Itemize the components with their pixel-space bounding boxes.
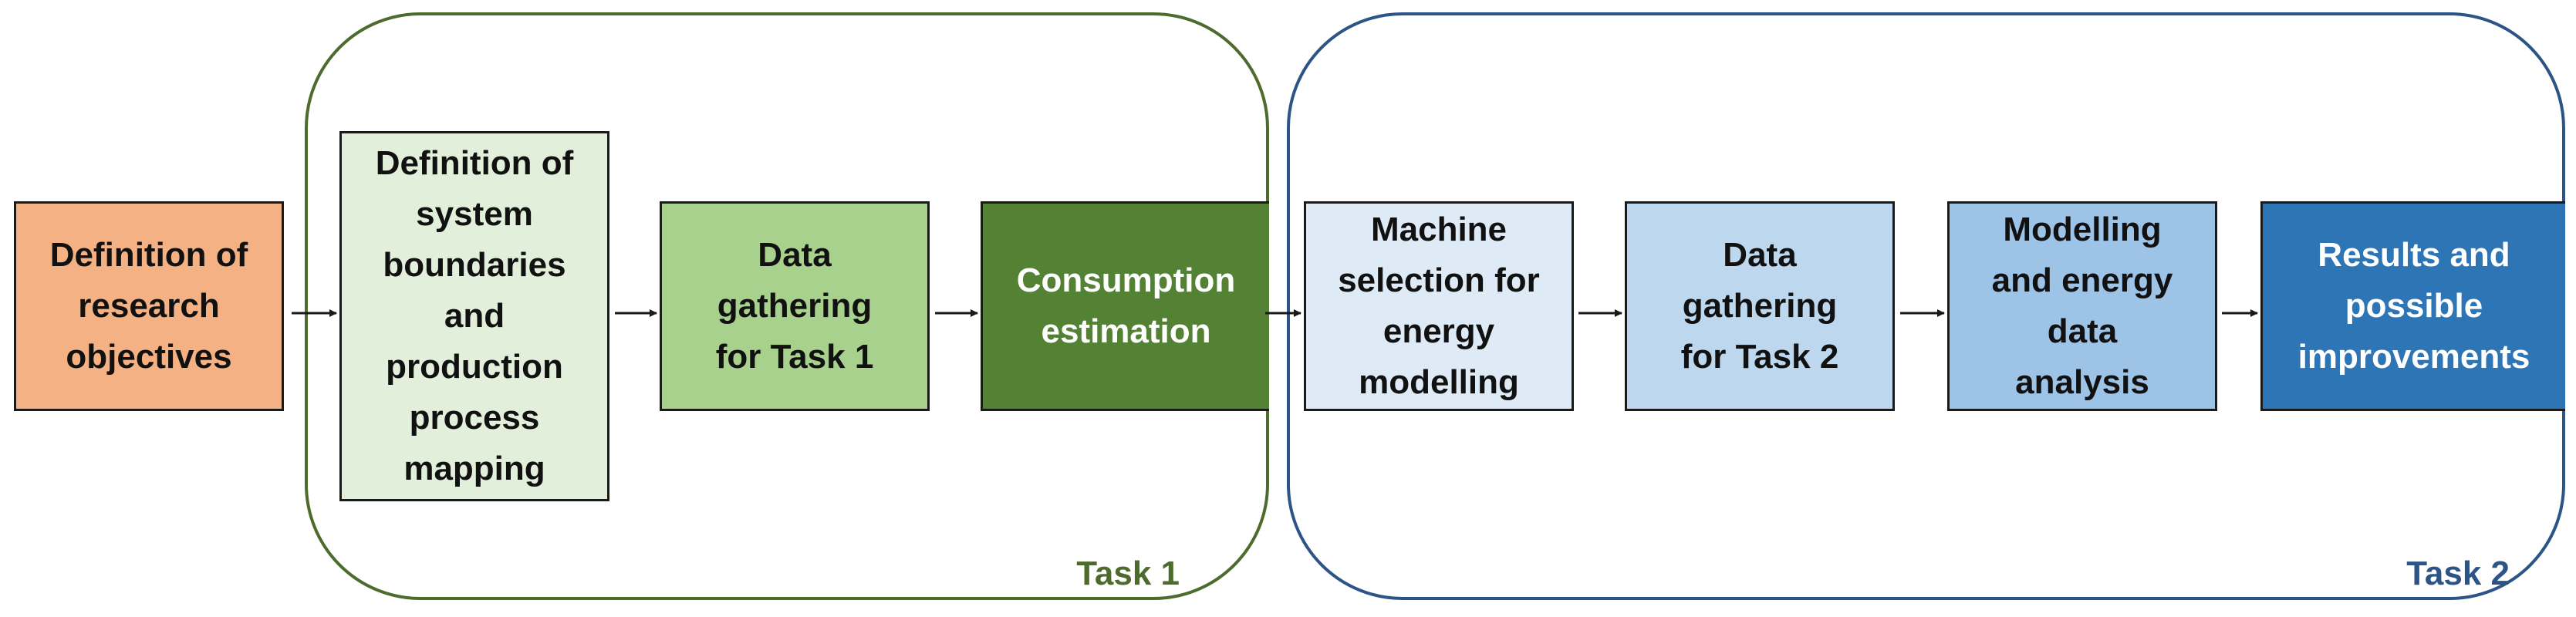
step-results-improvements: Results and possible improvements — [2260, 201, 2565, 411]
step-machine-selection: Machine selection for energy modelling — [1304, 201, 1574, 411]
task2-label: Task 2 — [2406, 555, 2510, 592]
step-data-gathering-task1: Data gathering for Task 1 — [660, 201, 930, 411]
task1-label: Task 1 — [1076, 555, 1180, 592]
step-definition-of-research-objectives: Definition of research objectives — [14, 201, 284, 411]
step-modelling-energy-analysis: Modelling and energy data analysis — [1947, 201, 2217, 411]
step-data-gathering-task2: Data gathering for Task 2 — [1625, 201, 1895, 411]
step-system-boundaries-mapping: Definition of system boundaries and prod… — [339, 131, 609, 501]
step-consumption-estimation: Consumption estimation — [981, 201, 1269, 411]
